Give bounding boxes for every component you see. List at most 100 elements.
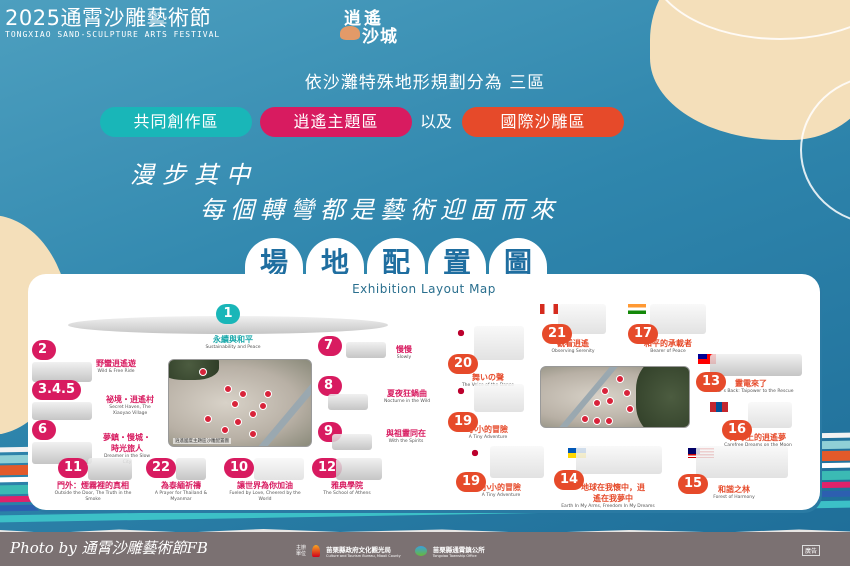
sculpture-item-3-4-5: 3.4.5 祕境・逍遙村 Secret Haven, The Xiaoyao V… [32, 378, 162, 420]
sand-castle-icon [340, 26, 360, 40]
festival-title: 2025通霄沙雕藝術節 [5, 6, 211, 30]
japan-flag-icon [452, 328, 470, 338]
map-pin [616, 375, 624, 383]
festival-header: 2025通霄沙雕藝術節 TONGXIAO SAND-SCULPTURE ARTS… [5, 2, 220, 39]
sculpture-sketch [332, 434, 372, 450]
sculpture-item-9: 9 與祖靈同在 With the Spirits [318, 420, 438, 450]
sculpture-title-en: A Tiny Adventure [481, 493, 521, 498]
number-badge: 16 [722, 420, 753, 440]
sculpture-title-zh: 小小的冒險 [468, 425, 508, 434]
festival-subtitle: TONGXIAO SAND-SCULPTURE ARTS FESTIVAL [5, 30, 221, 39]
japan-flag-icon [466, 448, 484, 458]
map-pin [221, 426, 229, 434]
xiaoyao-zone-site-map: 逍遙國度主題區沙雕配置圖 [168, 359, 312, 447]
india-flag-icon [628, 304, 646, 314]
slogan-line1: 漫步其中 [130, 161, 258, 189]
sculpture-sketch [490, 446, 544, 478]
number-badge: 20 [448, 354, 479, 374]
number-badge: 8 [318, 376, 342, 396]
map-pin [199, 368, 207, 376]
map-pin [204, 415, 212, 423]
zone-connector: 以及 [420, 112, 453, 131]
banner-char: 圖 [489, 238, 547, 284]
sculpture-sketch [336, 458, 382, 480]
map-pin [623, 389, 631, 397]
sculpture-title-zh: 為泰緬祈禱 [161, 481, 201, 490]
sculpture-title-zh: 門外：煙霧裡的真相 [57, 481, 129, 490]
sculpture-title-en: Wild & Free Ride [97, 369, 135, 374]
sculpture-sketch [474, 326, 524, 360]
sculpture-title-zh: 和平的承載者 [644, 339, 692, 348]
number-badge: 10 [224, 458, 255, 478]
sculpture-item-15: 15 和諧之林 Forest of Harmony [678, 446, 790, 501]
number-badge: 13 [696, 372, 727, 392]
sculpture-title-zh: 舞いの聲 [472, 373, 504, 382]
organizer2-name-en: Tongxiao Township Office [432, 554, 477, 558]
xiaoyao-sand-city-logo: 逍遙 沙城 [340, 4, 418, 47]
footer-bar: Photo by 通霄沙雕藝術節FB 主辦單位 苗栗縣政府文化觀光局 Cultu… [0, 532, 850, 566]
sculpture-sketch [346, 342, 386, 358]
sculpture-title-zh: 靈電來了 [735, 379, 767, 388]
sculpture-title-zh: 永續與和平 [213, 335, 253, 344]
sculpture-title-en: Slowly [396, 355, 412, 360]
sculpture-title-zh: 與祖靈同在 [386, 429, 426, 438]
sculpture-title-en: With the Spirits [388, 439, 424, 444]
map-pin [249, 410, 257, 418]
map-pin [264, 390, 272, 398]
ad-label[interactable]: 廣告 [801, 545, 820, 556]
number-badge: 6 [32, 420, 56, 440]
organizer-label: 主辦單位 [296, 545, 307, 557]
map-pin [239, 390, 247, 398]
japan-flag-icon [452, 386, 470, 396]
sculpture-title-en: A Prayer for Thailand & Myanmar [154, 491, 208, 502]
sculpture-item-10: 10 讓世界為你加油 Fueled by Love, Cheered by th… [224, 458, 306, 503]
tree-area [636, 367, 689, 427]
sculpture-sketch [696, 446, 788, 478]
map-pin [606, 397, 614, 405]
sculpture-title-en: Outside the Door, The Truth in the Smoke [54, 491, 132, 502]
organizer1-name-en: Culture and Tourism Bureau, Miaoli Count… [326, 554, 401, 558]
sculpture-sketch [68, 316, 388, 334]
number-badge: 15 [678, 474, 709, 494]
sculpture-item-13: 13 靈電來了 Power’s Back: Taipower to the Re… [696, 354, 806, 395]
canada-flag-icon [540, 304, 558, 314]
flame-logo-icon [312, 545, 320, 557]
sculpture-sketch [328, 394, 368, 410]
sculpture-item-11: 11 門外：煙霧裡的真相 Outside the Door, The Truth… [48, 458, 138, 503]
township-logo-icon [414, 546, 427, 556]
sculpture-item-22: 22 為泰緬祈禱 A Prayer for Thailand & Myanmar [146, 458, 216, 503]
map-pin [259, 402, 267, 410]
card-title: Exhibition Layout Map [352, 282, 496, 296]
sculpture-title-zh: 祕境・逍遙村 [106, 395, 154, 404]
sculpture-title-en: Bearer of Peace [650, 349, 686, 354]
taiwan-flag-icon [698, 354, 716, 364]
sculpture-title-zh: 野蠻逍遙遊 [96, 359, 136, 368]
number-badge: 19 [456, 472, 487, 492]
sculpture-item-19: 19 小小的冒險 A Tiny Adventure [456, 446, 546, 499]
sculpture-item-20: 20 舞いの聲 The Voice of the Dance [448, 326, 528, 389]
sculpture-title-zh: 慢慢 [396, 345, 412, 354]
international-zone-site-map [540, 366, 690, 428]
sculpture-title-en: Forest of Harmony [713, 495, 755, 500]
zone-pill-co-creation: 共同創作區 [100, 107, 252, 137]
map-pin [231, 400, 239, 408]
map-pin [249, 430, 257, 438]
logo-line1: 逍遙 [344, 9, 384, 29]
sculpture-sketch [254, 458, 304, 480]
logo-line2: 沙城 [362, 27, 398, 47]
map-pin [601, 387, 609, 395]
sculpture-item-18: 19 小小的冒險 A Tiny Adventure [448, 384, 528, 441]
sculpture-item-17: 17 和平的承載者 Bearer of Peace [626, 304, 710, 355]
sculpture-title-zh: 和諧之林 [718, 485, 750, 494]
sculpture-sketch [710, 354, 802, 376]
sculpture-title-zh: 小小的冒險 [481, 483, 521, 492]
sculpture-title-en: Earth In My Arms, Freedom In My Dreams [561, 504, 655, 509]
sculpture-item-7: 7 慢慢 Slowly [318, 334, 428, 360]
sculpture-title-zh: 地球在我懷中，逍遙在我夢中 [581, 483, 645, 503]
organizer1-name: 苗栗縣政府文化觀光局 [326, 546, 391, 554]
sculpture-title-en: Carefree Dreams on the Moon [708, 443, 808, 449]
map-caption: 逍遙國度主題區沙雕配置圖 [173, 438, 231, 444]
sculpture-title-zh: 月球上的逍遙夢 [730, 433, 786, 442]
sculpture-sketch [88, 458, 132, 480]
sculpture-item-2: 2 野蠻逍遙遊 Wild & Free Ride [32, 338, 152, 382]
